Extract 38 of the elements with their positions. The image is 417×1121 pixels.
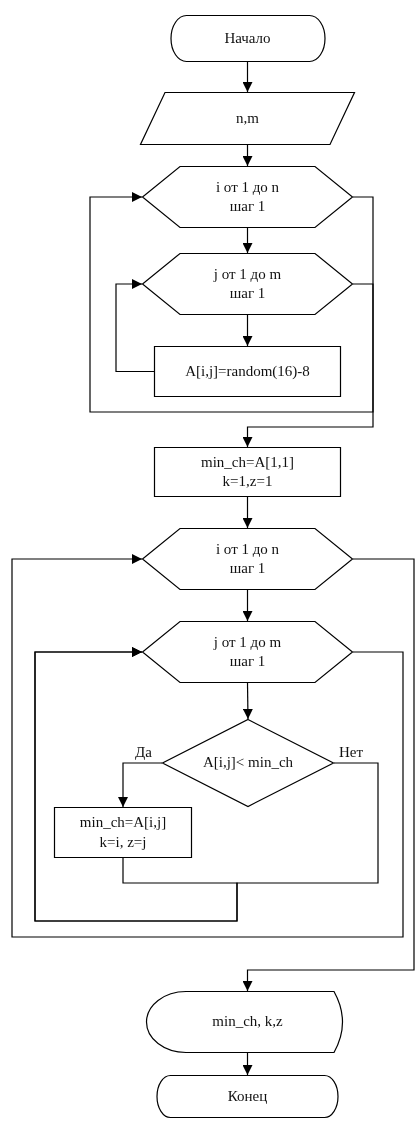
loop-hexagon (142, 253, 353, 315)
process-box (54, 807, 192, 858)
node-text: i от 1 до n шаг 1 (214, 539, 281, 578)
arrow (34, 647, 238, 922)
arrow (242, 496, 253, 529)
arrow (242, 682, 253, 720)
arrow (242, 1052, 253, 1076)
arrow (115, 279, 155, 373)
node-text: min_ch, k,z (211, 1012, 284, 1032)
arrow (242, 227, 253, 254)
node-text: min_ch=A[1,1] k=1,z=1 (200, 452, 295, 491)
input-parallelogram (140, 92, 355, 145)
node-text: j от 1 до m шаг 1 (212, 632, 283, 671)
node-text: A[i,j]< min_ch (201, 753, 295, 773)
arrow (11, 554, 404, 938)
arrow (242, 314, 253, 347)
arrow (242, 558, 415, 992)
arrow (242, 589, 253, 622)
decision-diamond (162, 719, 334, 807)
node-text: min_ch=A[i,j] k=i, z=j (78, 813, 168, 852)
arrow (89, 192, 374, 413)
edge-label: Да (134, 745, 153, 760)
process-box (154, 346, 341, 397)
arrow (242, 61, 253, 93)
node-text: n,m (235, 108, 260, 128)
node-text: i от 1 до n шаг 1 (214, 177, 281, 216)
arrow (242, 144, 253, 167)
process-box (154, 447, 341, 497)
loop-hexagon (142, 528, 353, 590)
node-text: j от 1 до m шаг 1 (212, 264, 283, 303)
loop-hexagon (142, 621, 353, 683)
arrow (118, 762, 163, 808)
loop-hexagon (142, 166, 353, 228)
node-text: Конец (226, 1086, 269, 1106)
node-text: Начало (223, 28, 272, 48)
node-text: A[i,j]=random(16)-8 (184, 361, 311, 381)
arrow (242, 196, 374, 448)
edge-label: Нет (338, 745, 365, 760)
